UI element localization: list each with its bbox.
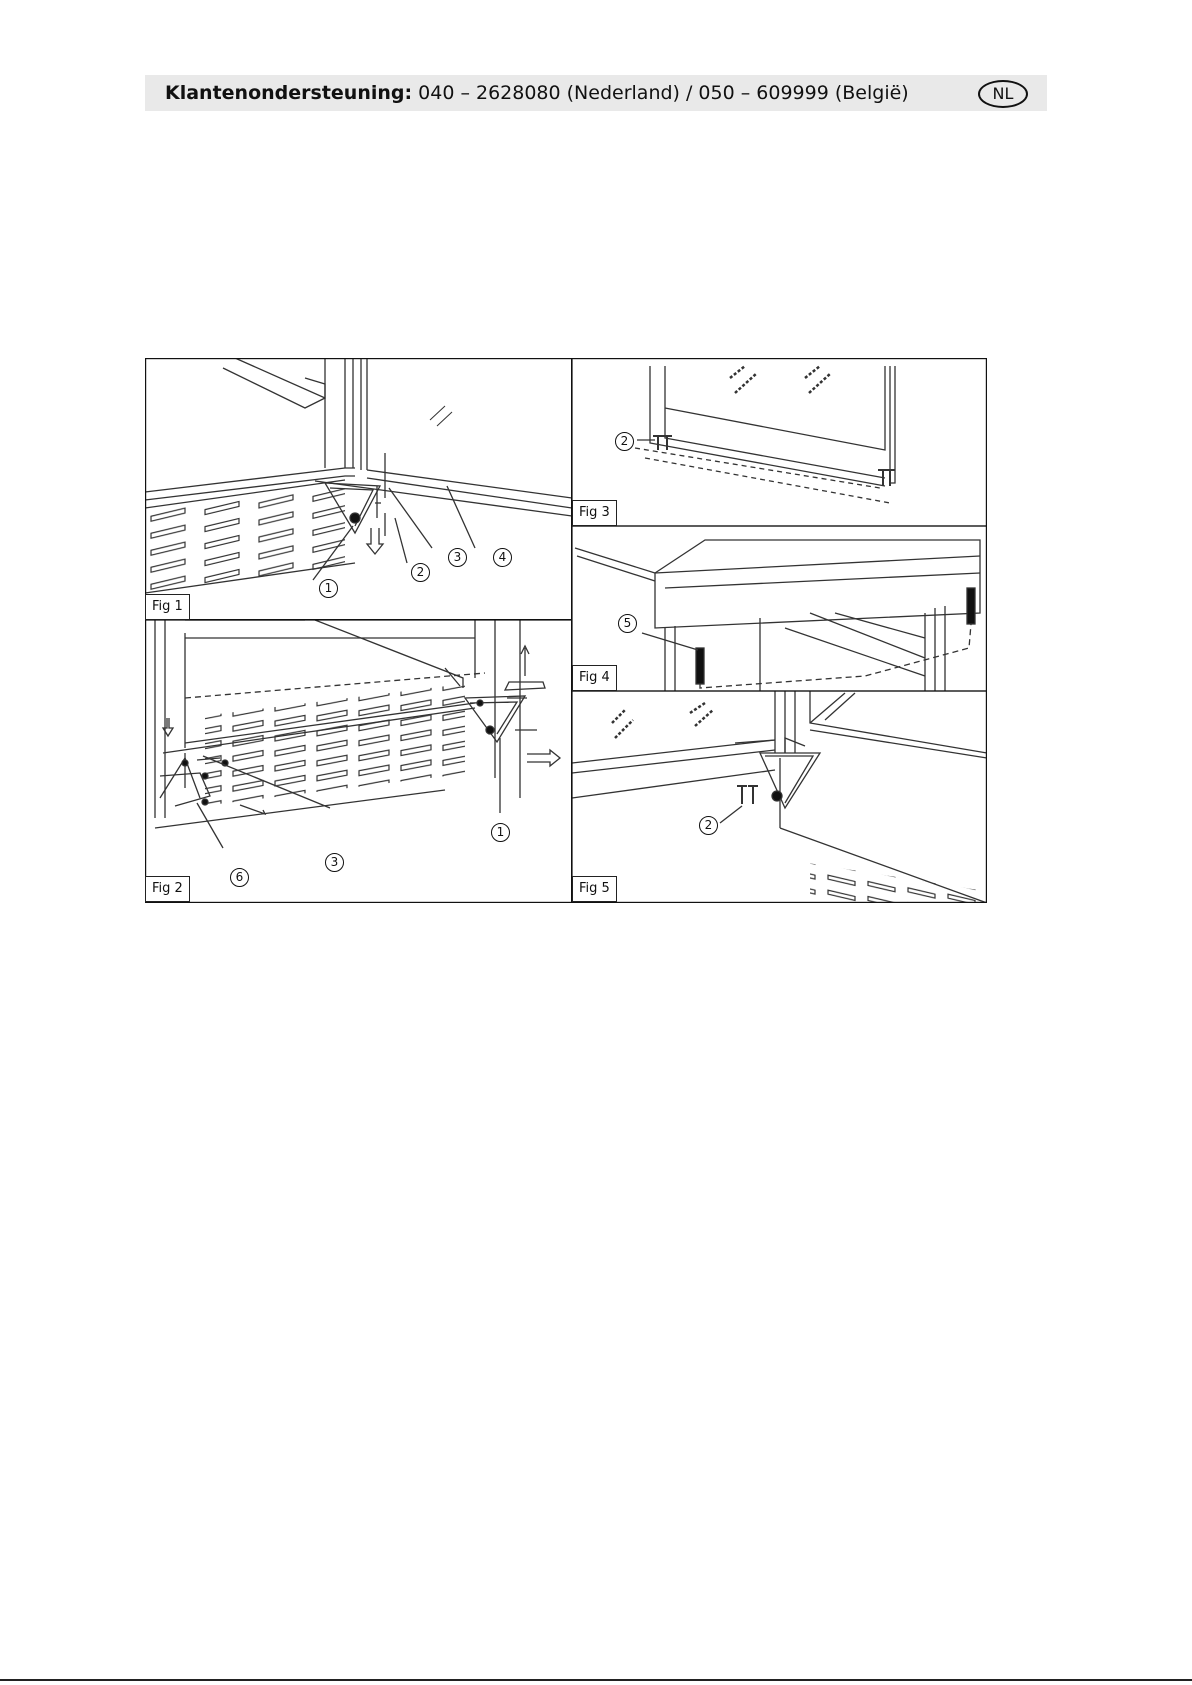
bottom-rule: [0, 1679, 1192, 1681]
figure-frames: [146, 359, 987, 903]
fig4-drawing: [575, 540, 980, 691]
fig1-callout-3: 3: [448, 548, 467, 567]
support-label: Klantenondersteuning:: [165, 82, 412, 104]
fig4-callout-5: 5: [618, 614, 637, 633]
header-band: Klantenondersteuning: 040 – 2628080 (Ned…: [145, 75, 1047, 111]
language-badge: NL: [978, 80, 1028, 108]
fig1-callout-1: 1: [319, 579, 338, 598]
fig2-callout-3: 3: [325, 853, 344, 872]
fig2-callout-1: 1: [491, 823, 510, 842]
installation-figure: Fig 1 Fig 2 Fig 3 Fig 4 Fig 5 1 2 3 4 1 …: [145, 358, 987, 903]
fig3-callout-2: 2: [615, 432, 634, 451]
support-phones: 040 – 2628080 (Nederland) / 050 – 609999…: [418, 82, 909, 104]
fig2-drawing: [155, 620, 560, 848]
customer-support-line: Klantenondersteuning: 040 – 2628080 (Ned…: [165, 81, 909, 105]
fig1-callout-2: 2: [411, 563, 430, 582]
fig5-drawing: [572, 691, 987, 903]
fig3-drawing: [635, 366, 895, 503]
fig5-callout-2: 2: [699, 816, 718, 835]
fig2-callout-6: 6: [230, 868, 249, 887]
fig1-callout-4: 4: [493, 548, 512, 567]
fig5-label: Fig 5: [572, 876, 617, 902]
fig4-label: Fig 4: [572, 665, 617, 691]
figure-drawing: [145, 358, 987, 903]
fig2-label: Fig 2: [145, 876, 190, 902]
fig3-label: Fig 3: [572, 500, 617, 526]
fig1-label: Fig 1: [145, 594, 190, 620]
